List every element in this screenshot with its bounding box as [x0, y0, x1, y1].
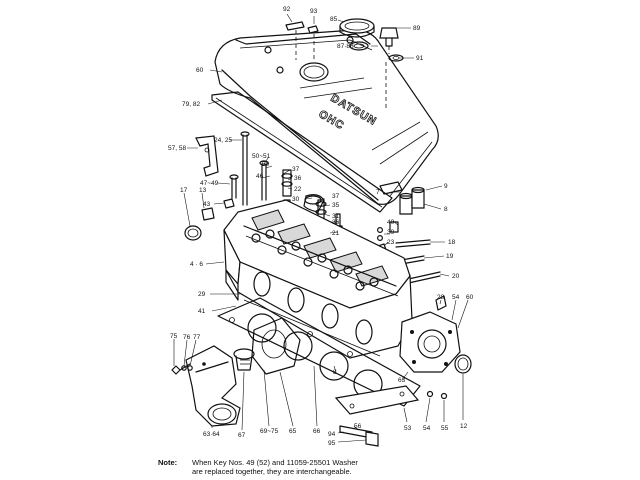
small-bolt-92-93	[285, 21, 319, 60]
callout-79-82: 79, 82	[182, 101, 200, 108]
callout-60-cover: 60	[196, 67, 204, 74]
callout-50: 50	[262, 161, 270, 168]
callout-87-88: 87·88	[337, 43, 354, 50]
head-bolts	[229, 131, 269, 206]
engine-hanger-bracket	[195, 135, 219, 177]
callout-56: 56	[354, 423, 362, 430]
note-line-2: are replaced together, they are intercha…	[192, 467, 352, 476]
thermostat-housing	[185, 345, 241, 427]
callout-69-75: 69~75	[260, 428, 279, 435]
callout-24-25: 24, 25	[214, 137, 232, 144]
rocker-cover-gasket	[211, 91, 393, 213]
callout-19: 19	[446, 253, 454, 260]
callout-75: 75	[170, 333, 178, 340]
callout-37-lower: 37	[332, 193, 340, 200]
rocker-cover: DATSUN OHC	[214, 29, 439, 205]
callout-60-housing: 60	[466, 294, 474, 301]
valve-springs	[251, 229, 379, 291]
callout-66: 66	[313, 428, 321, 435]
callout-92: 92	[283, 6, 291, 13]
callout-46: 46	[256, 173, 264, 180]
head-gasket	[217, 297, 421, 407]
rear-water-housing	[399, 295, 461, 373]
callout-55: 55	[441, 425, 449, 432]
callout-41: 41	[198, 308, 206, 315]
thermostat-gasket	[251, 317, 301, 375]
callout-65: 65	[289, 428, 297, 435]
note-line-1: When Key Nos. 49 (52) and 11059-25501 Wa…	[192, 458, 358, 467]
callout-28: 28	[437, 294, 445, 301]
note-label: Note:	[158, 458, 178, 467]
cylinder-head-exploded-view: DATSUN OHC	[168, 6, 474, 447]
callout-63-64: 63·64	[203, 431, 220, 438]
leader-lines	[173, 13, 469, 443]
callout-43: 43	[203, 201, 211, 208]
callout-30: 30	[292, 196, 300, 203]
callout-numbers: 92 93 85 89 87·88 91 60 79, 82 24, 25 57…	[168, 6, 474, 447]
head-plugs	[184, 198, 235, 241]
core-plug	[454, 354, 472, 374]
callout-17: 17	[180, 187, 188, 194]
callout-9: 9	[444, 183, 448, 190]
callout-29: 29	[198, 291, 206, 298]
callout-4-6: 4 · 6	[190, 261, 203, 268]
callout-54-lower: 54	[423, 425, 431, 432]
callout-67: 67	[238, 432, 246, 439]
callout-89: 89	[413, 25, 421, 32]
breather-fitting	[379, 27, 404, 110]
callout-93: 93	[310, 8, 318, 15]
callout-57-58: 57, 58	[168, 145, 186, 152]
camshaft-retainer-parts	[379, 181, 425, 215]
callout-37-upper: 37	[292, 166, 300, 173]
oil-filler-cap	[339, 18, 375, 51]
callout-21: 21	[332, 230, 340, 237]
callout-36-upper: 36	[294, 175, 302, 182]
callout-39: 39	[387, 229, 395, 236]
callout-95: 95	[328, 440, 336, 447]
callout-77: 77	[193, 334, 201, 341]
callout-18: 18	[448, 239, 456, 246]
callout-8-upper: 8	[444, 206, 448, 213]
callout-31: 31	[332, 213, 340, 220]
callout-76: 76	[183, 334, 191, 341]
callout-8-lower: 8	[333, 369, 337, 376]
callout-7: 7	[376, 189, 380, 196]
rear-plate	[334, 385, 448, 415]
callout-35: 35	[332, 202, 340, 209]
callout-20: 20	[452, 273, 460, 280]
callout-94: 94	[328, 431, 336, 438]
callout-13: 13	[199, 187, 207, 194]
callout-22: 22	[294, 186, 302, 193]
callout-40: 40	[387, 219, 395, 226]
callout-23: 23	[387, 239, 395, 246]
callout-54-upper: 54	[452, 294, 460, 301]
cylinder-head	[223, 199, 413, 359]
callout-53: 53	[404, 425, 412, 432]
callout-47-49: 47~49	[200, 180, 219, 187]
manifold-studs	[377, 221, 441, 285]
callout-63: 63	[398, 377, 406, 384]
callout-50-51: 50~51	[252, 153, 271, 160]
note-body: When Key Nos. 49 (52) and 11059-25501 Wa…	[192, 458, 622, 476]
callout-91: 91	[416, 55, 424, 62]
callout-85: 85	[330, 16, 338, 23]
callout-12: 12	[460, 423, 468, 430]
thermostat	[233, 348, 255, 371]
callout-36-lower: 36	[332, 219, 340, 226]
